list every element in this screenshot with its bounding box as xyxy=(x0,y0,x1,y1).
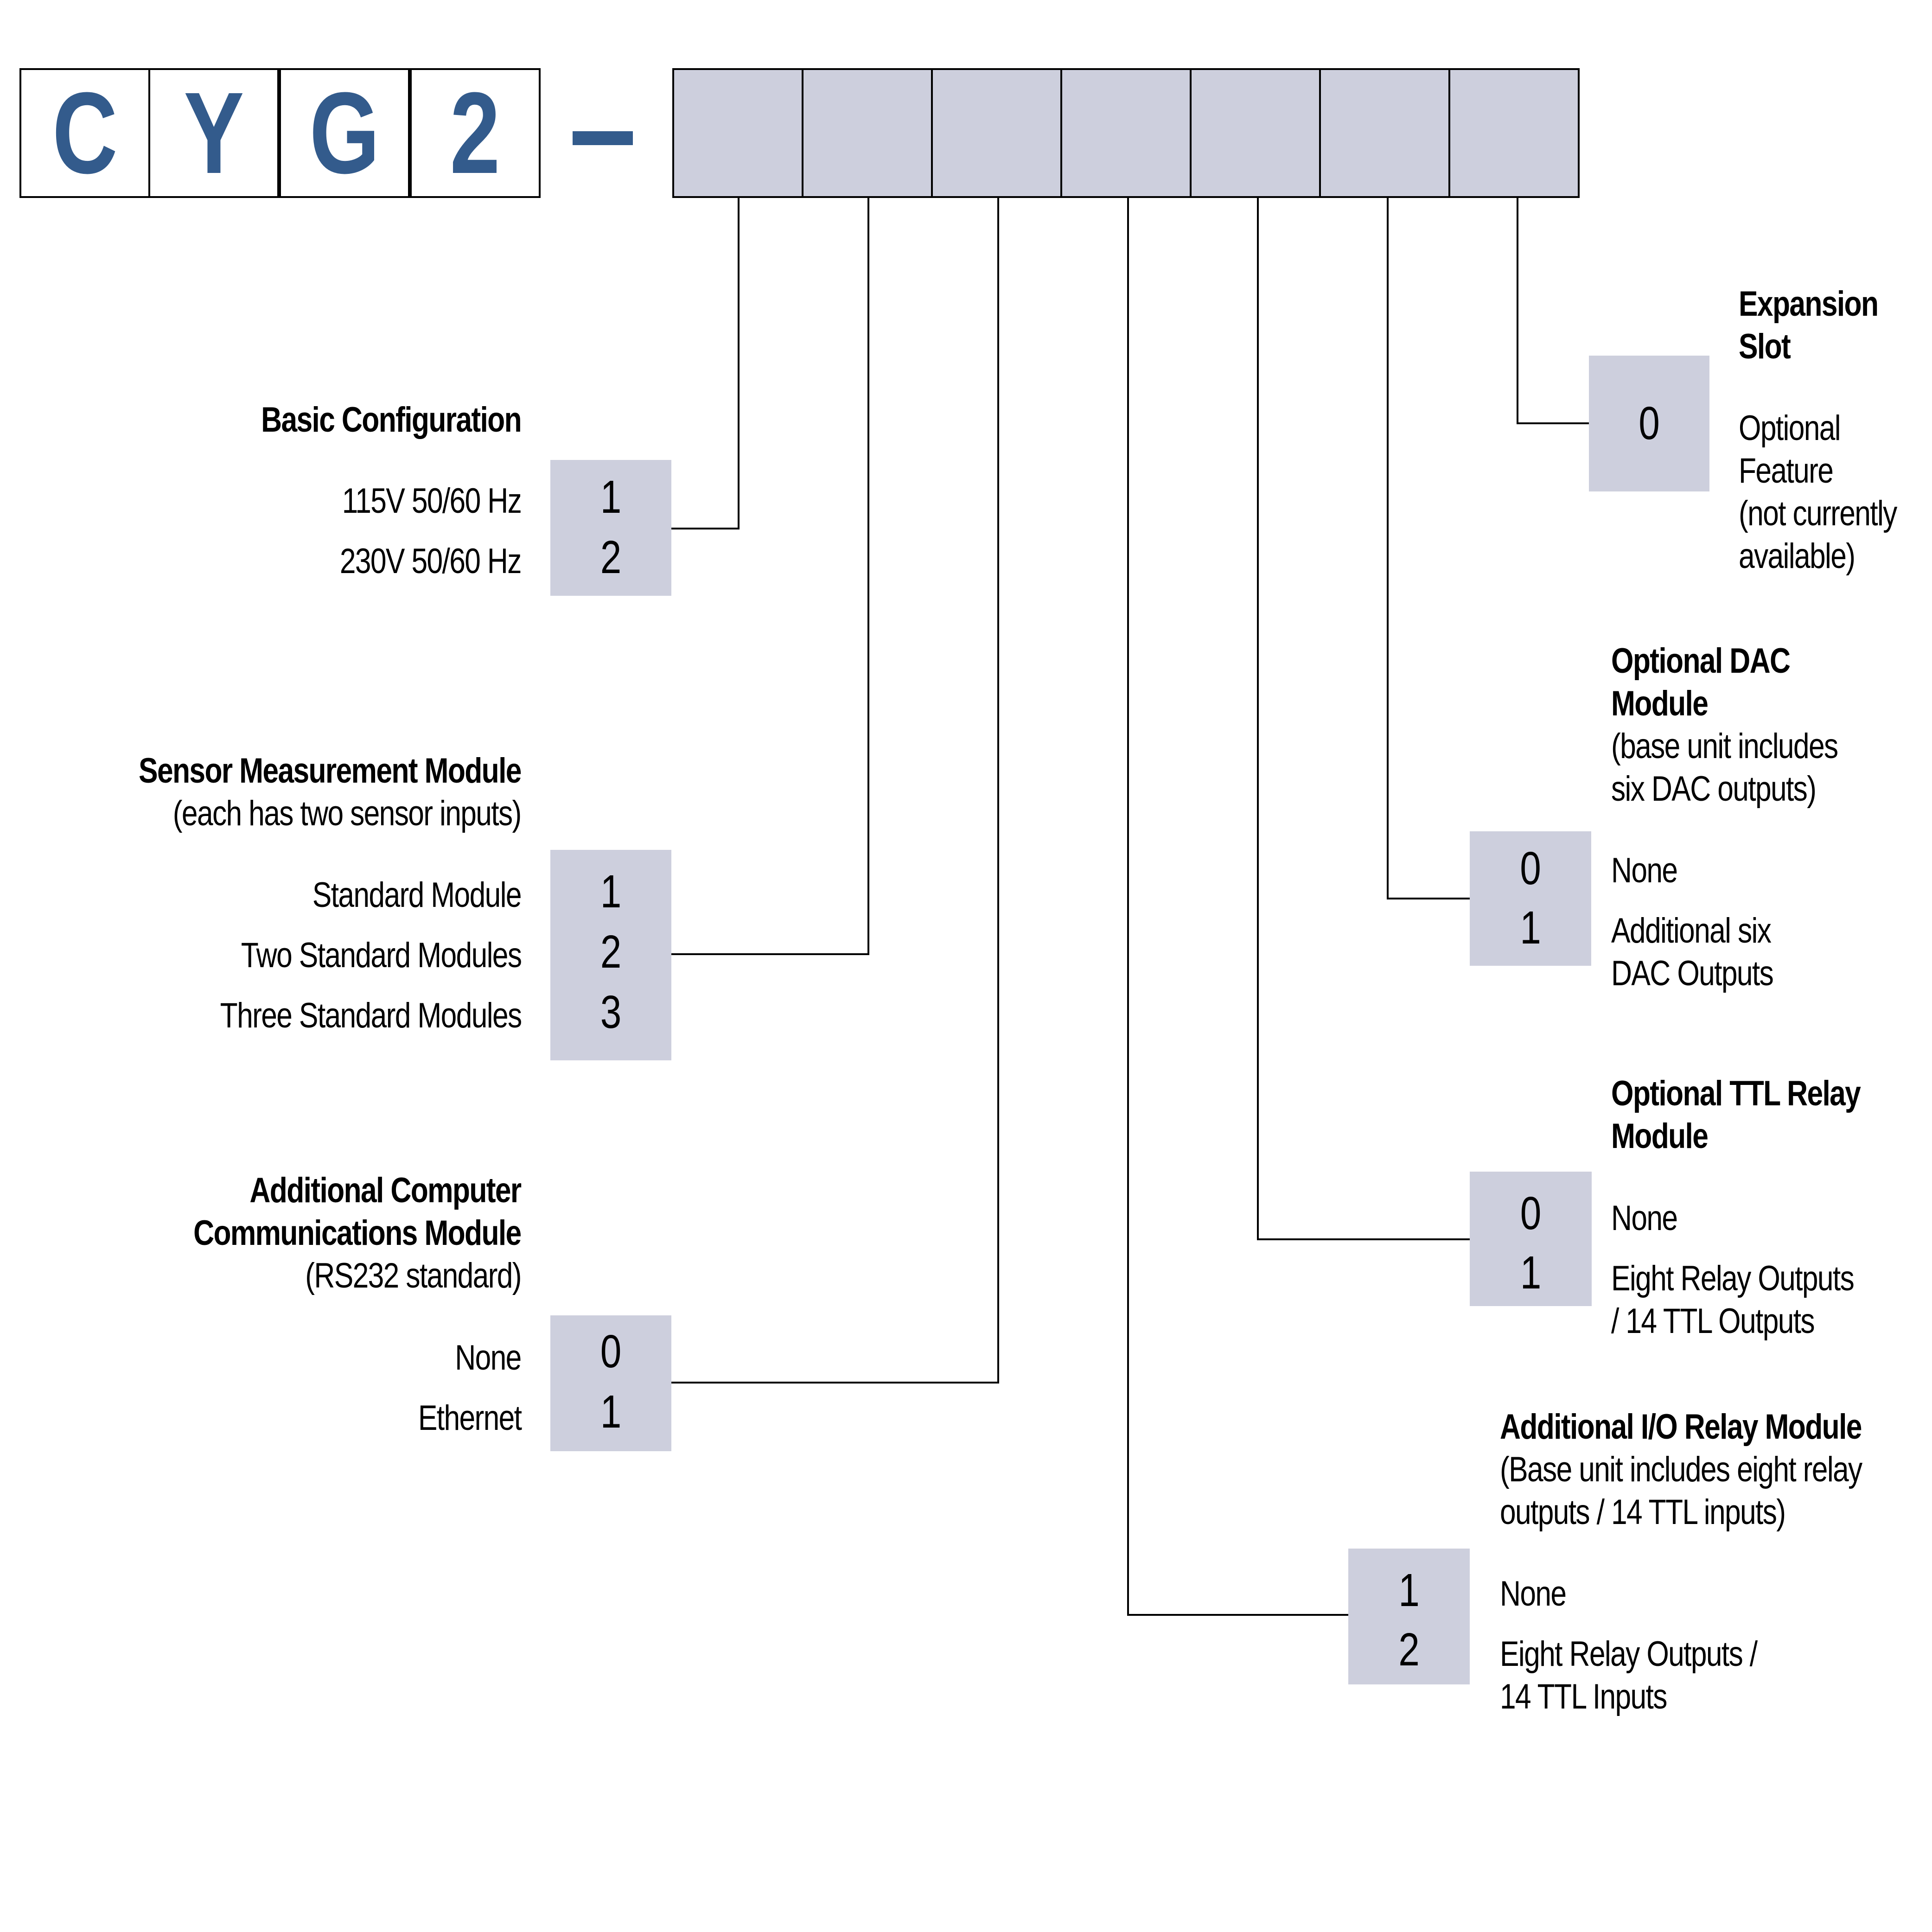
option-code-box: 1 2 xyxy=(550,460,671,596)
option-label: Additional six xyxy=(1611,911,1772,950)
prefix-cell-3: G xyxy=(279,68,410,198)
option-label: Feature xyxy=(1739,451,1834,491)
option-code: 1 xyxy=(600,471,622,523)
separator-dash xyxy=(573,131,633,145)
connector-sensor-vertical xyxy=(867,198,869,955)
code-cell-dac-module xyxy=(1319,68,1450,198)
code-cell-io-relay-module xyxy=(1060,68,1192,198)
prefix-char: Y xyxy=(183,68,244,198)
section-title: Communications Module xyxy=(193,1213,522,1253)
section-title: Optional TTL Relay xyxy=(1611,1074,1861,1113)
code-cell-basic-configuration xyxy=(672,68,803,198)
option-code-box: 0 xyxy=(1589,356,1709,491)
code-cell-expansion-slot xyxy=(1448,68,1580,198)
section-title: Additional I/O Relay Module xyxy=(1500,1407,1862,1447)
option-label: 14 TTL Inputs xyxy=(1500,1677,1667,1716)
section-title: Module xyxy=(1611,1116,1709,1156)
connector-basic-horizontal xyxy=(671,528,740,529)
section-title: Basic Configuration xyxy=(261,400,522,440)
connector-comms-vertical xyxy=(997,198,999,1384)
option-code: 1 xyxy=(1520,902,1541,954)
prefix-cell-2: Y xyxy=(148,68,279,198)
section-subtitle: (base unit includes xyxy=(1611,727,1838,766)
option-code: 1 xyxy=(1520,1247,1542,1299)
prefix-char: 2 xyxy=(450,68,501,198)
section-subtitle: (RS232 standard) xyxy=(305,1256,522,1295)
section-title: Expansion xyxy=(1739,284,1879,324)
option-label: Optional xyxy=(1739,408,1841,448)
option-code: 0 xyxy=(1520,1187,1542,1239)
prefix-char: G xyxy=(309,68,380,198)
connector-dac-horizontal xyxy=(1387,898,1470,899)
option-code-box: 0 1 xyxy=(1470,1172,1592,1306)
section-title: Sensor Measurement Module xyxy=(139,751,522,791)
connector-expansion-vertical xyxy=(1517,198,1518,424)
option-code-box: 0 1 xyxy=(1470,831,1591,966)
section-title: Additional Computer xyxy=(249,1171,522,1210)
section-title: Module xyxy=(1611,684,1709,723)
option-code: 3 xyxy=(600,986,622,1038)
option-label: 230V 50/60 Hz xyxy=(340,542,522,581)
section-subtitle: (each has two sensor inputs) xyxy=(173,794,522,833)
option-code-box: 1 2 xyxy=(1348,1549,1470,1684)
option-code: 0 xyxy=(1639,397,1660,449)
connector-basic-vertical xyxy=(738,198,740,529)
option-code: 2 xyxy=(600,531,622,583)
option-label: None xyxy=(1611,1199,1678,1238)
prefix-char: C xyxy=(52,68,118,198)
option-code-box: 1 2 3 xyxy=(550,850,671,1060)
option-label: / 14 TTL Outputs xyxy=(1611,1301,1815,1341)
section-subtitle: six DAC outputs) xyxy=(1611,769,1817,809)
code-cell-communications-module xyxy=(931,68,1062,198)
option-label: available) xyxy=(1739,536,1855,576)
connector-io-vertical xyxy=(1127,198,1129,1616)
connector-sensor-horizontal xyxy=(671,953,869,955)
option-code: 1 xyxy=(600,1386,622,1438)
option-label: Standard Module xyxy=(312,875,522,915)
option-label: None xyxy=(1611,851,1678,890)
option-label: Ethernet xyxy=(418,1398,522,1438)
section-subtitle: outputs / 14 TTL inputs) xyxy=(1500,1492,1786,1532)
connector-ttl-horizontal xyxy=(1257,1238,1470,1240)
code-cell-ttl-relay-module xyxy=(1190,68,1321,198)
option-label: (not currently xyxy=(1739,494,1897,533)
option-code: 2 xyxy=(1398,1624,1420,1676)
option-label: None xyxy=(1500,1574,1567,1613)
connector-ttl-vertical xyxy=(1257,198,1259,1240)
option-label: Three Standard Modules xyxy=(220,996,522,1035)
option-code-box: 0 1 xyxy=(550,1315,671,1451)
code-cell-sensor-module xyxy=(802,68,933,198)
section-title: Slot xyxy=(1739,327,1791,366)
prefix-cell-1: C xyxy=(19,68,150,198)
option-label: 115V 50/60 Hz xyxy=(342,481,522,521)
option-label: None xyxy=(455,1338,522,1377)
option-label: Eight Relay Outputs / xyxy=(1500,1634,1758,1674)
option-label: Eight Relay Outputs xyxy=(1611,1259,1855,1298)
option-code: 2 xyxy=(600,926,622,978)
option-code: 1 xyxy=(1398,1564,1420,1616)
section-title: Optional DAC xyxy=(1611,641,1791,681)
option-label: Two Standard Modules xyxy=(241,936,522,975)
connector-expansion-horizontal xyxy=(1517,422,1589,424)
option-code: 0 xyxy=(1520,842,1541,894)
connector-io-horizontal xyxy=(1127,1614,1348,1616)
prefix-cell-4: 2 xyxy=(410,68,541,198)
option-label: DAC Outputs xyxy=(1611,954,1774,993)
section-subtitle: (Base unit includes eight relay xyxy=(1500,1450,1862,1489)
connector-comms-horizontal xyxy=(671,1382,999,1384)
connector-dac-vertical xyxy=(1387,198,1389,899)
option-code: 1 xyxy=(600,866,622,918)
option-code: 0 xyxy=(600,1326,622,1377)
